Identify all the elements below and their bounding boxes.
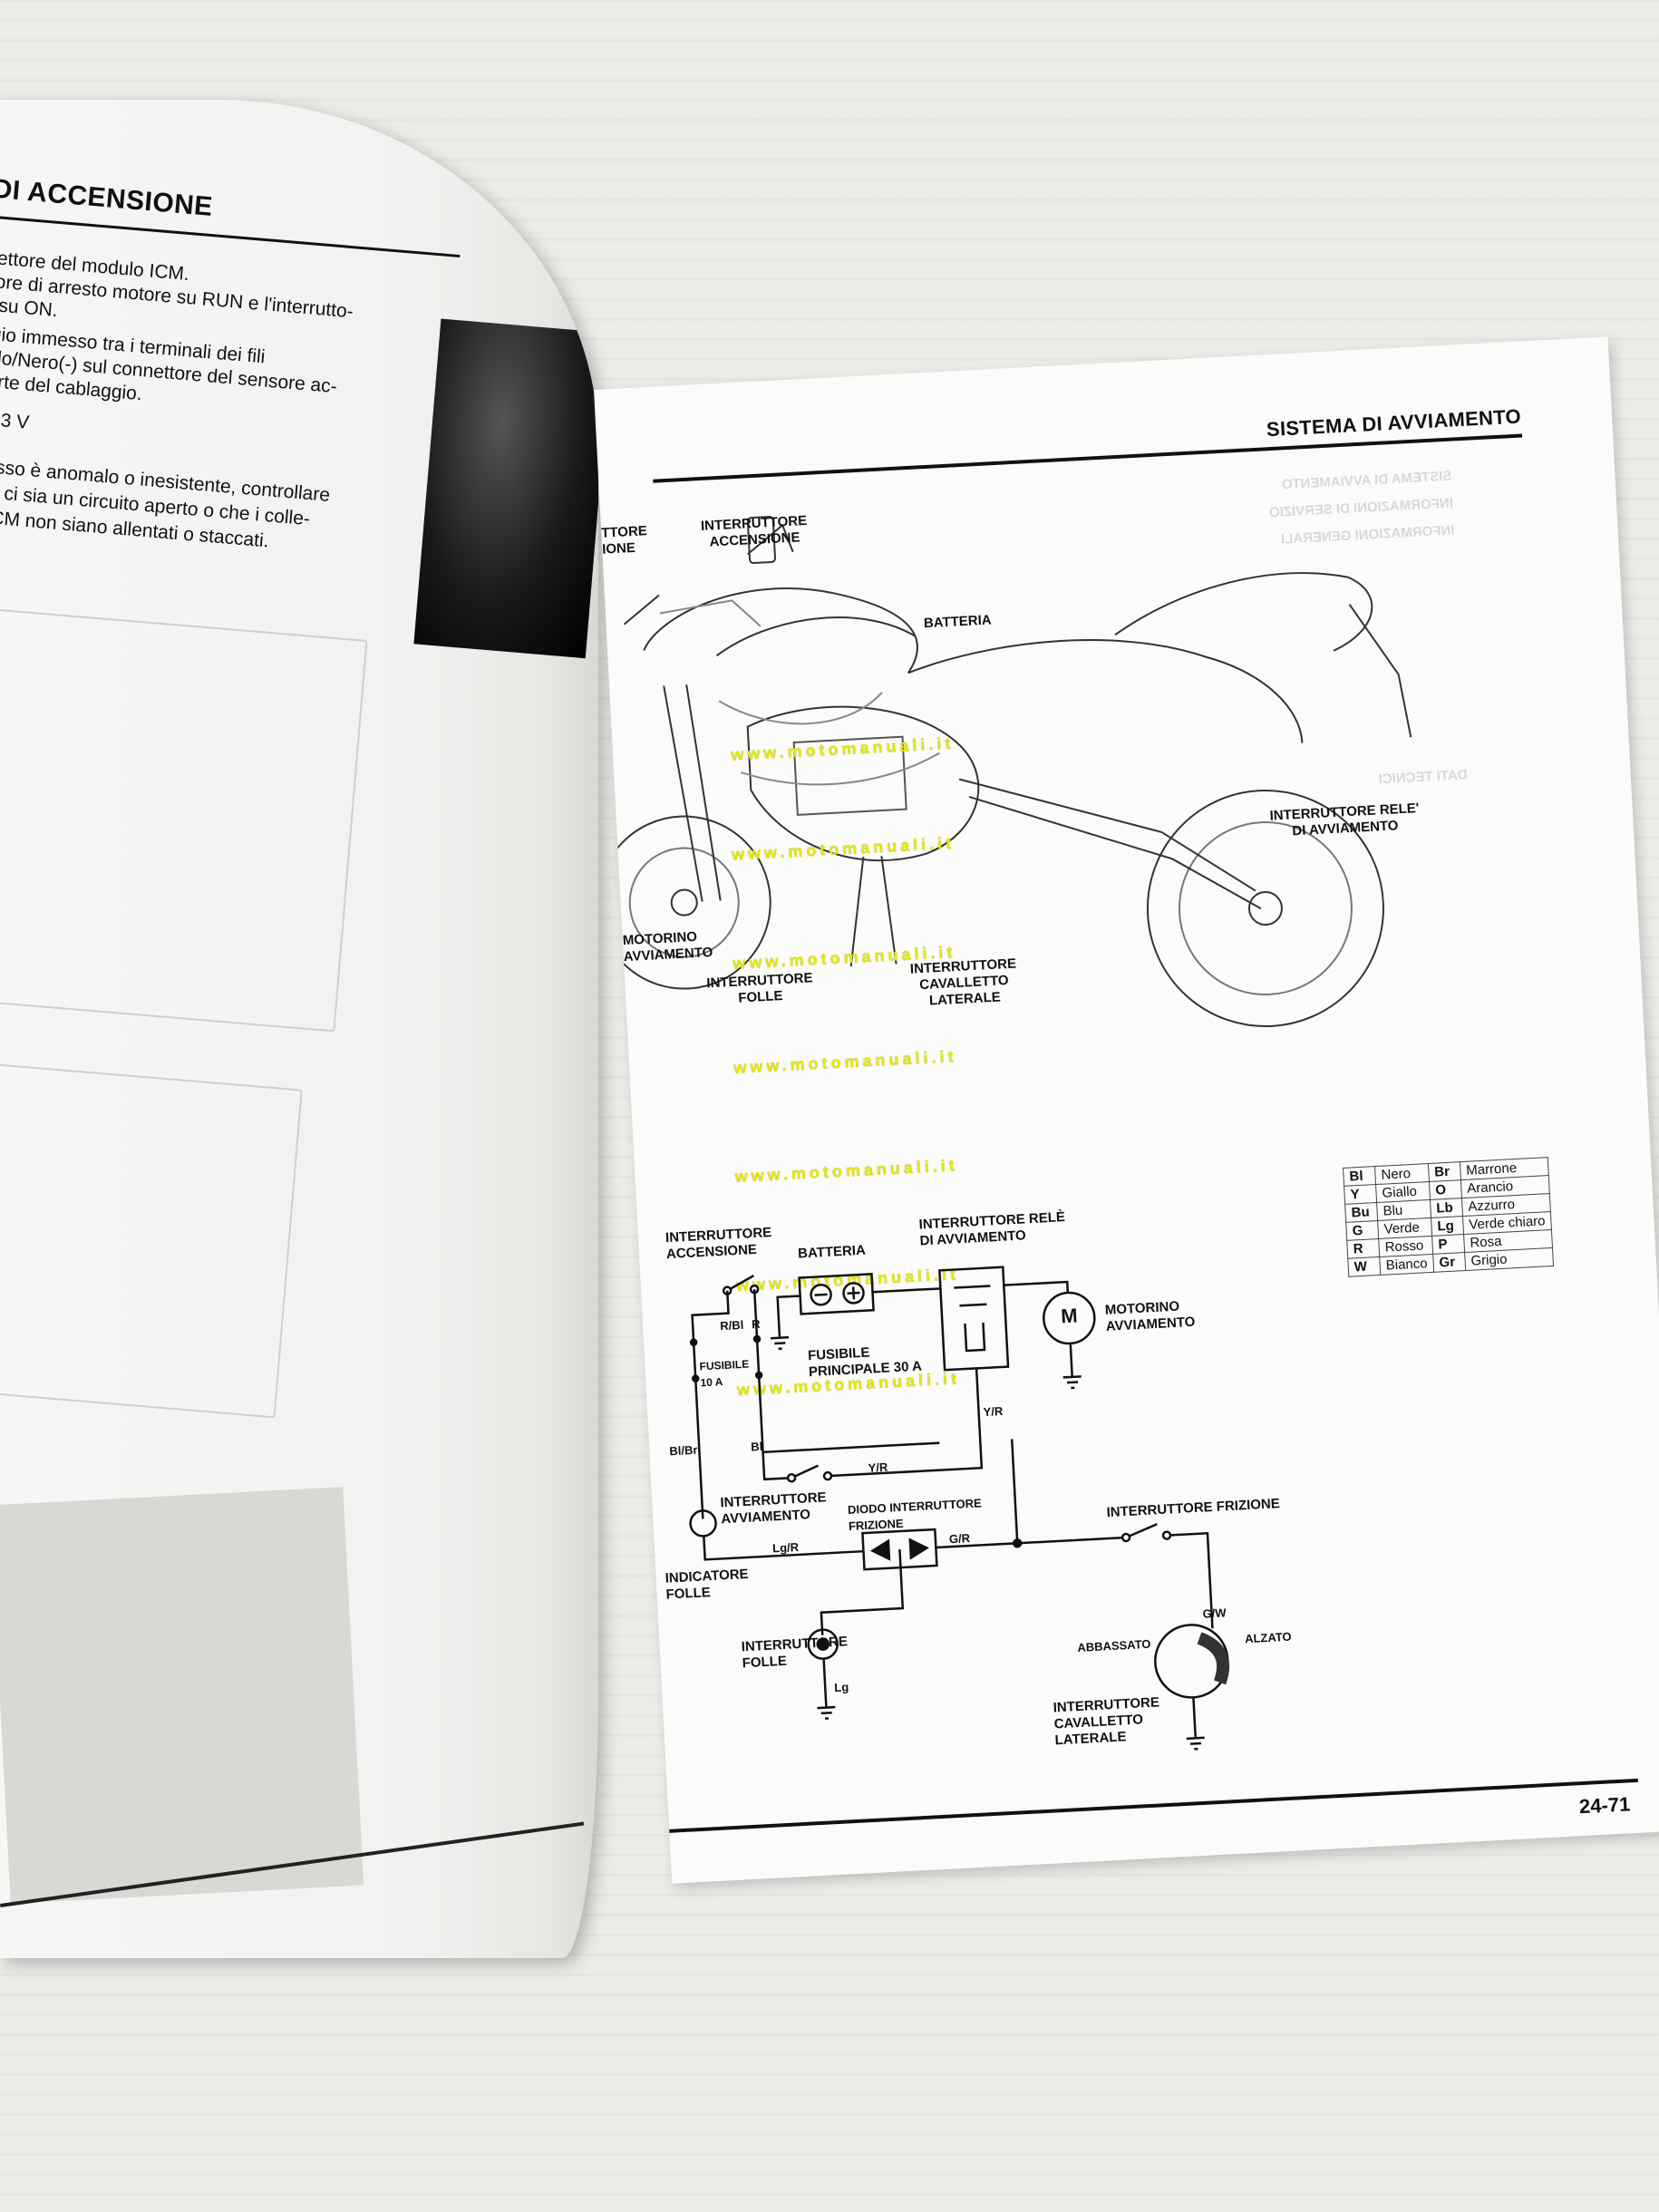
label-motorino: MOTORINO AVVIAMENTO — [622, 928, 713, 965]
motor-symbol-label: M — [1060, 1304, 1079, 1328]
sch-label-interruttore-avviamento: INTERRUTTORE AVVIAMENTO — [720, 1489, 828, 1528]
sch-label-interruttore-cavalletto: INTERRUTTORE CAVALLETTO LATERALE — [1053, 1694, 1161, 1749]
label-text: INTERRUTTORE ACCENSIONE — [700, 512, 808, 550]
left-diagram-frame — [0, 606, 368, 1033]
left-page: DI ACCENSIONE nettore del modulo ICM. tt… — [0, 100, 598, 1958]
wire-code: Lg/R — [771, 1539, 800, 1556]
label-text: INTERRUTTORE RELE' DI AVVIAMENTO — [1269, 800, 1420, 839]
label-text: FUSIBILE PRINCIPALE 30 A — [807, 1344, 923, 1381]
wire-code: Y/R — [868, 1460, 888, 1475]
left-gray-block — [0, 1487, 364, 1904]
left-text-line: - 5,3 V — [0, 408, 31, 433]
label-interruttore-edge: TTORE IONE — [601, 523, 648, 558]
starting-circuit-schematic — [689, 1266, 1229, 1751]
battery-symbol — [798, 1272, 875, 1315]
label-interruttore-cavalletto: INTERRUTTORE CAVALLETTO LATERALE — [909, 956, 1018, 1010]
wire-code: Lg — [833, 1680, 849, 1695]
label-text: INTERRUTTORE FOLLE — [741, 1634, 849, 1672]
label-text: DIODO INTERRUTTORE FRIZIONE — [847, 1496, 983, 1534]
page-number: 24-71 — [1578, 1792, 1631, 1819]
left-page-title: DI ACCENSIONE — [0, 173, 215, 222]
sch-label-diodo: DIODO INTERRUTTORE FRIZIONE — [848, 1495, 984, 1535]
label-text: INTERRUTTORE AVVIAMENTO — [720, 1489, 827, 1528]
right-page: SISTEMA DI AVVIAMENTO SISTEMA DI AVVIAME… — [594, 336, 1659, 1884]
label-text: INDICATORE FOLLE — [665, 1566, 750, 1603]
label-text: INTERRUTTORE FOLLE — [705, 970, 813, 1006]
label-text: MOTORINO AVVIAMENTO — [622, 928, 713, 965]
wire-code: Bl — [750, 1439, 763, 1454]
sch-label-alzato: ALZATO — [1244, 1629, 1292, 1646]
ignition-switch-contact — [726, 1275, 754, 1292]
sch-label-interruttore-accensione: INTERRUTTORE ACCENSIONE — [665, 1225, 773, 1263]
label-text: FUSIBILE 10 A — [699, 1357, 750, 1390]
label-interruttore-folle: INTERRUTTORE FOLLE — [706, 970, 814, 1008]
label-text: INTERRUTTORE ACCENSIONE — [665, 1225, 772, 1263]
sch-label-motorino: MOTORINO AVVIAMENTO — [1104, 1298, 1195, 1335]
label-interruttore-accensione: INTERRUTTORE ACCENSIONE — [701, 513, 809, 551]
sch-label-interruttore-folle: INTERRUTTORE FOLLE — [741, 1634, 849, 1672]
wire-code: Bl/Br — [668, 1442, 698, 1459]
label-text: MOTORINO AVVIAMENTO — [1104, 1298, 1196, 1334]
left-photo — [413, 318, 598, 659]
left-diagram-frame — [0, 1057, 303, 1419]
wire-code: G/R — [948, 1531, 971, 1547]
left-title-rule — [0, 215, 461, 258]
sch-label-indicatore-folle: INDICATORE FOLLE — [665, 1567, 750, 1604]
sch-label-fusibile-principale: FUSIBILE PRINCIPALE 30 A — [808, 1343, 923, 1381]
label-text: INTERRUTTORE CAVALLETTO LATERALE — [909, 956, 1017, 1009]
label-text: INTERRUTTORE CAVALLETTO LATERALE — [1053, 1694, 1160, 1749]
wire-code: R — [751, 1316, 761, 1332]
label-text: INTERRUTTORE RELÈ DI AVVIAMENTO — [918, 1209, 1066, 1249]
sch-label-fusibile: FUSIBILE 10 A — [699, 1356, 750, 1392]
label-text: TTORE IONE — [600, 523, 648, 558]
wire-code: R/Bl — [719, 1317, 744, 1334]
wire-code: Y/R — [983, 1403, 1004, 1420]
motorcycle-illustration — [599, 516, 1412, 1028]
starter-relay-symbol — [938, 1266, 1010, 1372]
wire-code: G/W — [1202, 1606, 1227, 1621]
